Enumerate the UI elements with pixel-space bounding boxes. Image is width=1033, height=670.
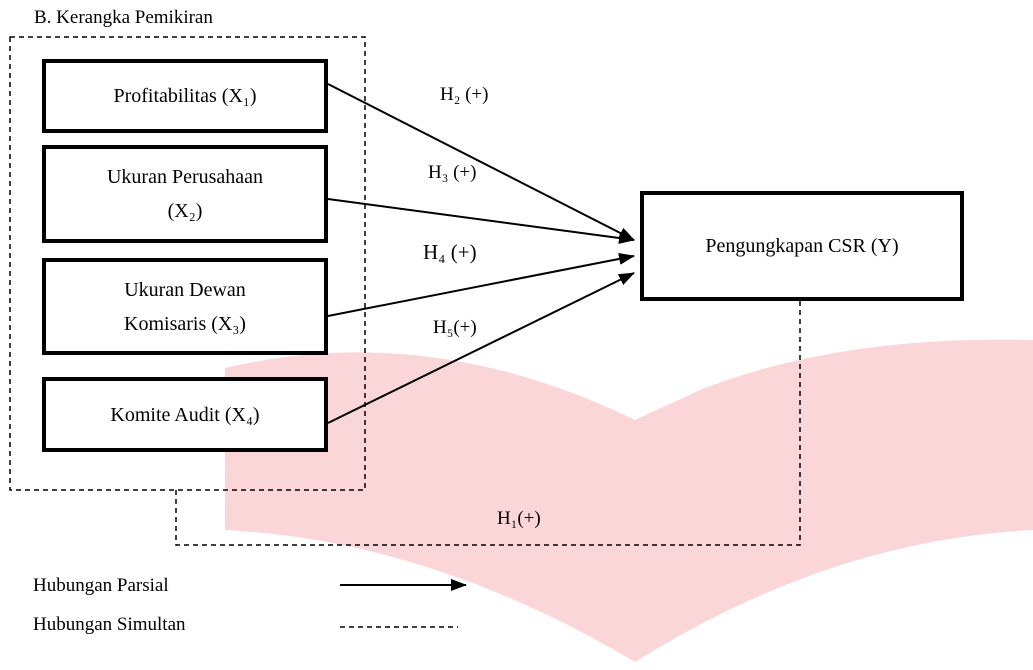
arrow-x2-to-y [327,198,635,244]
dependent-variable-label: Pengungkapan CSR (Y) [705,235,899,257]
variable-label-line: Ukuran Dewan [124,278,246,301]
hypothesis-label-h3: H₃ (+) [428,162,477,183]
variable-label-line: (X₂) [167,200,203,222]
hypothesis-label-h4: H₄ (+) [423,240,477,264]
variable-label-line: Ukuran Perusahaan [106,166,264,188]
hypothesis-label-h5: H₅(+) [433,317,477,338]
simultaneous-connector [175,300,801,546]
group-dashed-frame [9,36,366,491]
variable-box-ukuran-dewan-komisaris: Ukuran Dewan Komisaris (X₃) [42,258,328,355]
hypothesis-label-h2: H₂ (+) [440,84,489,105]
legend-label-partial: Hubungan Parsial [33,575,169,596]
legend-label-simultaneous: Hubungan Simultan [33,614,186,635]
book-watermark [225,339,1033,662]
variable-box-komite-audit: Komite Audit (X₄) [42,377,328,452]
dependent-variable-box: Pengungkapan CSR (Y) [640,191,964,301]
variable-label-line: Profitabilitas (X₁) [113,85,257,107]
variable-label-line: Komite Audit (X₄) [110,403,260,426]
arrow-x1-to-y [327,83,635,241]
hypothesis-label-h1: H₁(+) [497,508,541,529]
variable-box-ukuran-perusahaan: Ukuran Perusahaan (X₂) [42,145,328,243]
section-heading: B. Kerangka Pemikiran [34,7,213,28]
variable-box-profitabilitas: Profitabilitas (X₁) [42,59,328,133]
variable-label-line: Komisaris (X₃) [124,312,246,335]
arrow-x3-to-y [327,252,635,317]
arrow-x4-to-y [327,272,635,424]
